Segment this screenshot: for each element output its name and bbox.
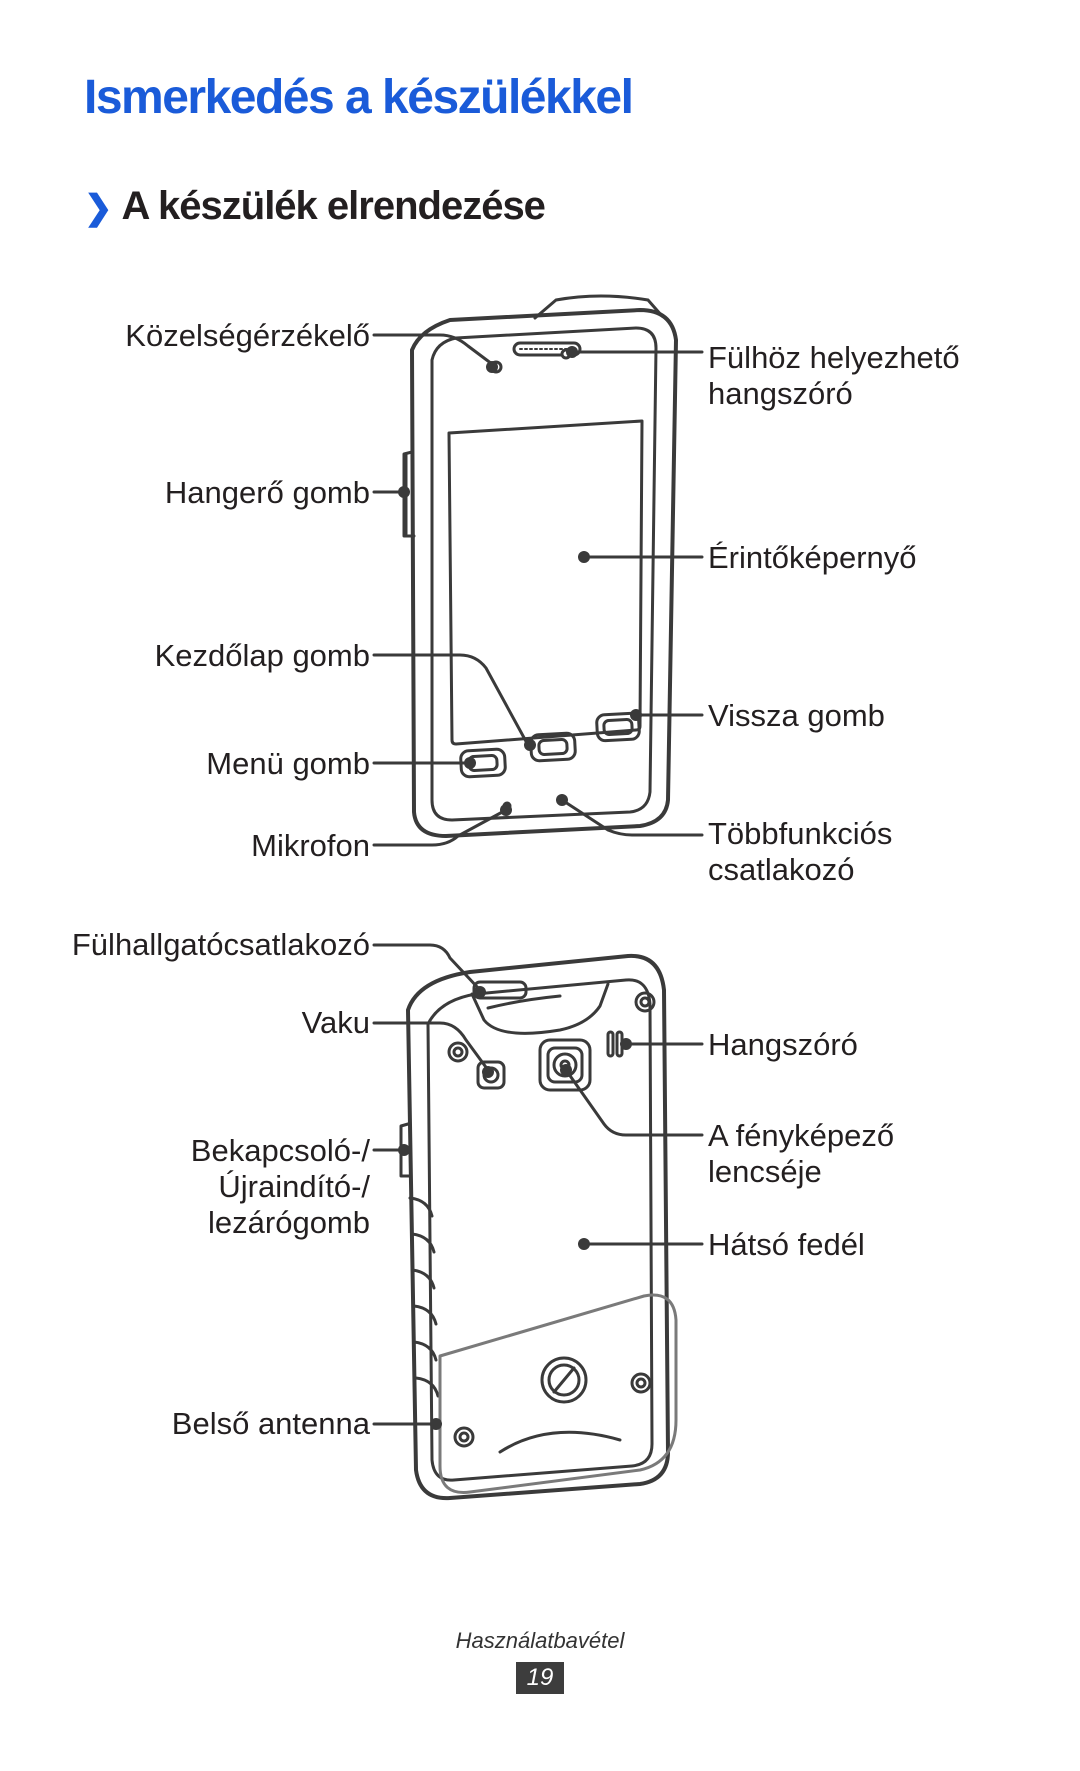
section-title-text: A készülék elrendezése (121, 184, 546, 228)
label-power-line3: lezárógomb (208, 1205, 370, 1240)
label-camera-line1: A fényképező (708, 1118, 895, 1153)
label-back-cover: Hátsó fedél (708, 1227, 865, 1262)
label-flash: Vaku (301, 1005, 370, 1040)
label-volume-button: Hangerő gomb (164, 475, 370, 510)
label-internal-antenna: Belső antenna (171, 1406, 370, 1441)
leader-dots (398, 346, 642, 1430)
label-speaker: Hangszóró (708, 1027, 858, 1062)
page-title: Ismerkedés a készülékkel (84, 71, 634, 124)
footer-section-name: Használatbavétel (455, 1628, 625, 1653)
label-microphone: Mikrofon (251, 828, 370, 863)
label-earpiece-line1: Fülhöz helyezhető (708, 340, 960, 375)
label-home-button: Kezdőlap gomb (154, 638, 370, 673)
label-menu-button: Menü gomb (206, 746, 370, 781)
label-multipurpose-line1: Többfunkciós (708, 816, 893, 851)
label-power-line2: Újraindító-/ (218, 1169, 370, 1204)
label-back-button: Vissza gomb (708, 698, 885, 733)
label-earpiece-line2: hangszóró (708, 376, 853, 411)
label-touchscreen: Érintőképernyő (708, 540, 917, 575)
section-title: ❯A készülék elrendezése (84, 184, 546, 229)
front-phone-drawing (402, 294, 678, 838)
label-multipurpose-line2: csatlakozó (708, 852, 855, 887)
label-headset-jack: Fülhallgatócsatlakozó (71, 927, 370, 962)
label-power-line1: Bekapcsoló-/ (190, 1133, 370, 1168)
label-camera-line2: lencséje (708, 1154, 822, 1189)
chevron-right-icon: ❯ (84, 189, 112, 227)
page-number: 19 (516, 1662, 564, 1694)
label-proximity-sensor: Közelségérzékelő (125, 318, 370, 353)
back-phone-drawing (399, 953, 678, 1501)
